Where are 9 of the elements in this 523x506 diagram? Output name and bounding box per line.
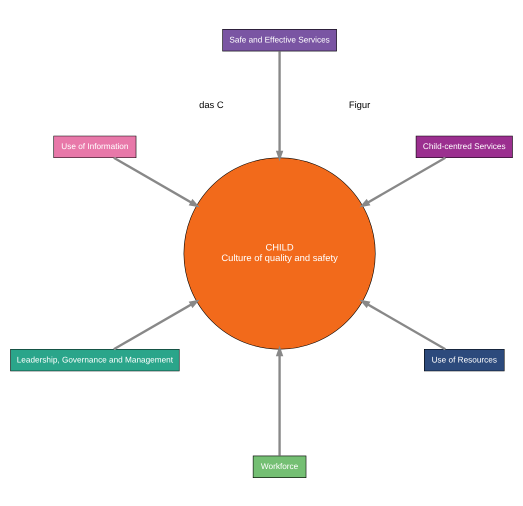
arrow: [113, 156, 200, 207]
arrow: [359, 299, 446, 350]
arrow: [359, 156, 446, 207]
arrow: [276, 345, 284, 456]
arrow: [113, 299, 200, 350]
label: das C: [199, 98, 224, 110]
arrow: [276, 50, 284, 161]
label: Figur: [348, 98, 370, 110]
node-circle: CHILD Culture of quality and safety: [184, 157, 376, 349]
